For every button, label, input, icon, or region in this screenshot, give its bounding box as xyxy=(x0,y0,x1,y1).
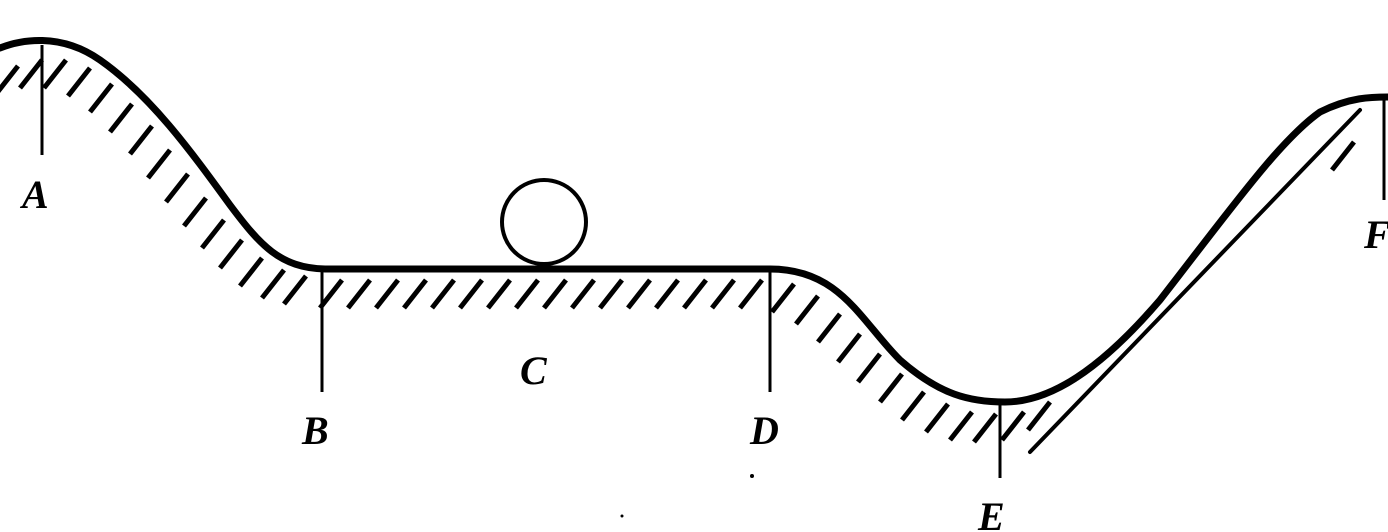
hatch-line xyxy=(1026,400,1052,432)
hatch-line xyxy=(878,372,904,404)
hatch-line xyxy=(542,278,568,310)
hatch-line xyxy=(146,148,172,180)
hatch-line xyxy=(458,278,484,310)
hatch-line xyxy=(42,58,68,90)
hatch-line xyxy=(200,218,226,250)
label-e: E xyxy=(977,494,1005,532)
hatch-line xyxy=(182,196,208,228)
hatch-line xyxy=(486,278,512,310)
label-a: A xyxy=(19,172,49,217)
hatch-line xyxy=(598,278,624,310)
hatch-line xyxy=(770,282,796,314)
hatch-line xyxy=(282,274,308,306)
hatch-line xyxy=(430,278,456,310)
hatch-line xyxy=(66,66,92,98)
hatch-line xyxy=(18,58,44,90)
hatch-line xyxy=(88,82,114,114)
hatch-line xyxy=(402,278,428,310)
label-d: D xyxy=(749,408,779,453)
ground-hatching xyxy=(0,58,1356,444)
hatch-line xyxy=(318,278,344,310)
hatch-line xyxy=(128,124,154,156)
label-f: F xyxy=(1363,212,1388,257)
hatch-line xyxy=(836,332,862,364)
label-b: B xyxy=(301,408,329,453)
ball xyxy=(500,178,588,266)
hatch-line xyxy=(816,312,842,344)
hatch-line xyxy=(972,412,998,444)
hatch-line xyxy=(794,294,820,326)
hatch-line xyxy=(238,256,264,288)
hatch-line xyxy=(346,278,372,310)
speck xyxy=(620,514,624,518)
speck xyxy=(750,474,754,478)
hatch-line xyxy=(900,390,926,422)
hatch-line xyxy=(0,64,20,93)
hatch-line xyxy=(570,278,596,310)
ramp-line xyxy=(1028,108,1362,454)
hatch-line xyxy=(374,278,400,310)
hatch-line xyxy=(856,352,882,384)
hatch-line xyxy=(654,278,680,310)
label-c: C xyxy=(520,348,548,393)
hatch-line xyxy=(164,172,190,204)
hatch-line xyxy=(738,278,764,310)
hatch-line xyxy=(514,278,540,310)
hatch-line xyxy=(948,410,974,442)
hatch-line xyxy=(924,402,950,434)
hatch-line xyxy=(260,268,286,300)
hatch-line xyxy=(710,278,736,310)
hatch-line xyxy=(108,102,134,134)
hatch-line xyxy=(1000,410,1026,442)
hatch-line xyxy=(1330,140,1356,172)
hatch-line xyxy=(218,238,244,270)
hatch-line xyxy=(682,278,708,310)
track-curve xyxy=(0,36,1388,406)
hatch-line xyxy=(626,278,652,310)
